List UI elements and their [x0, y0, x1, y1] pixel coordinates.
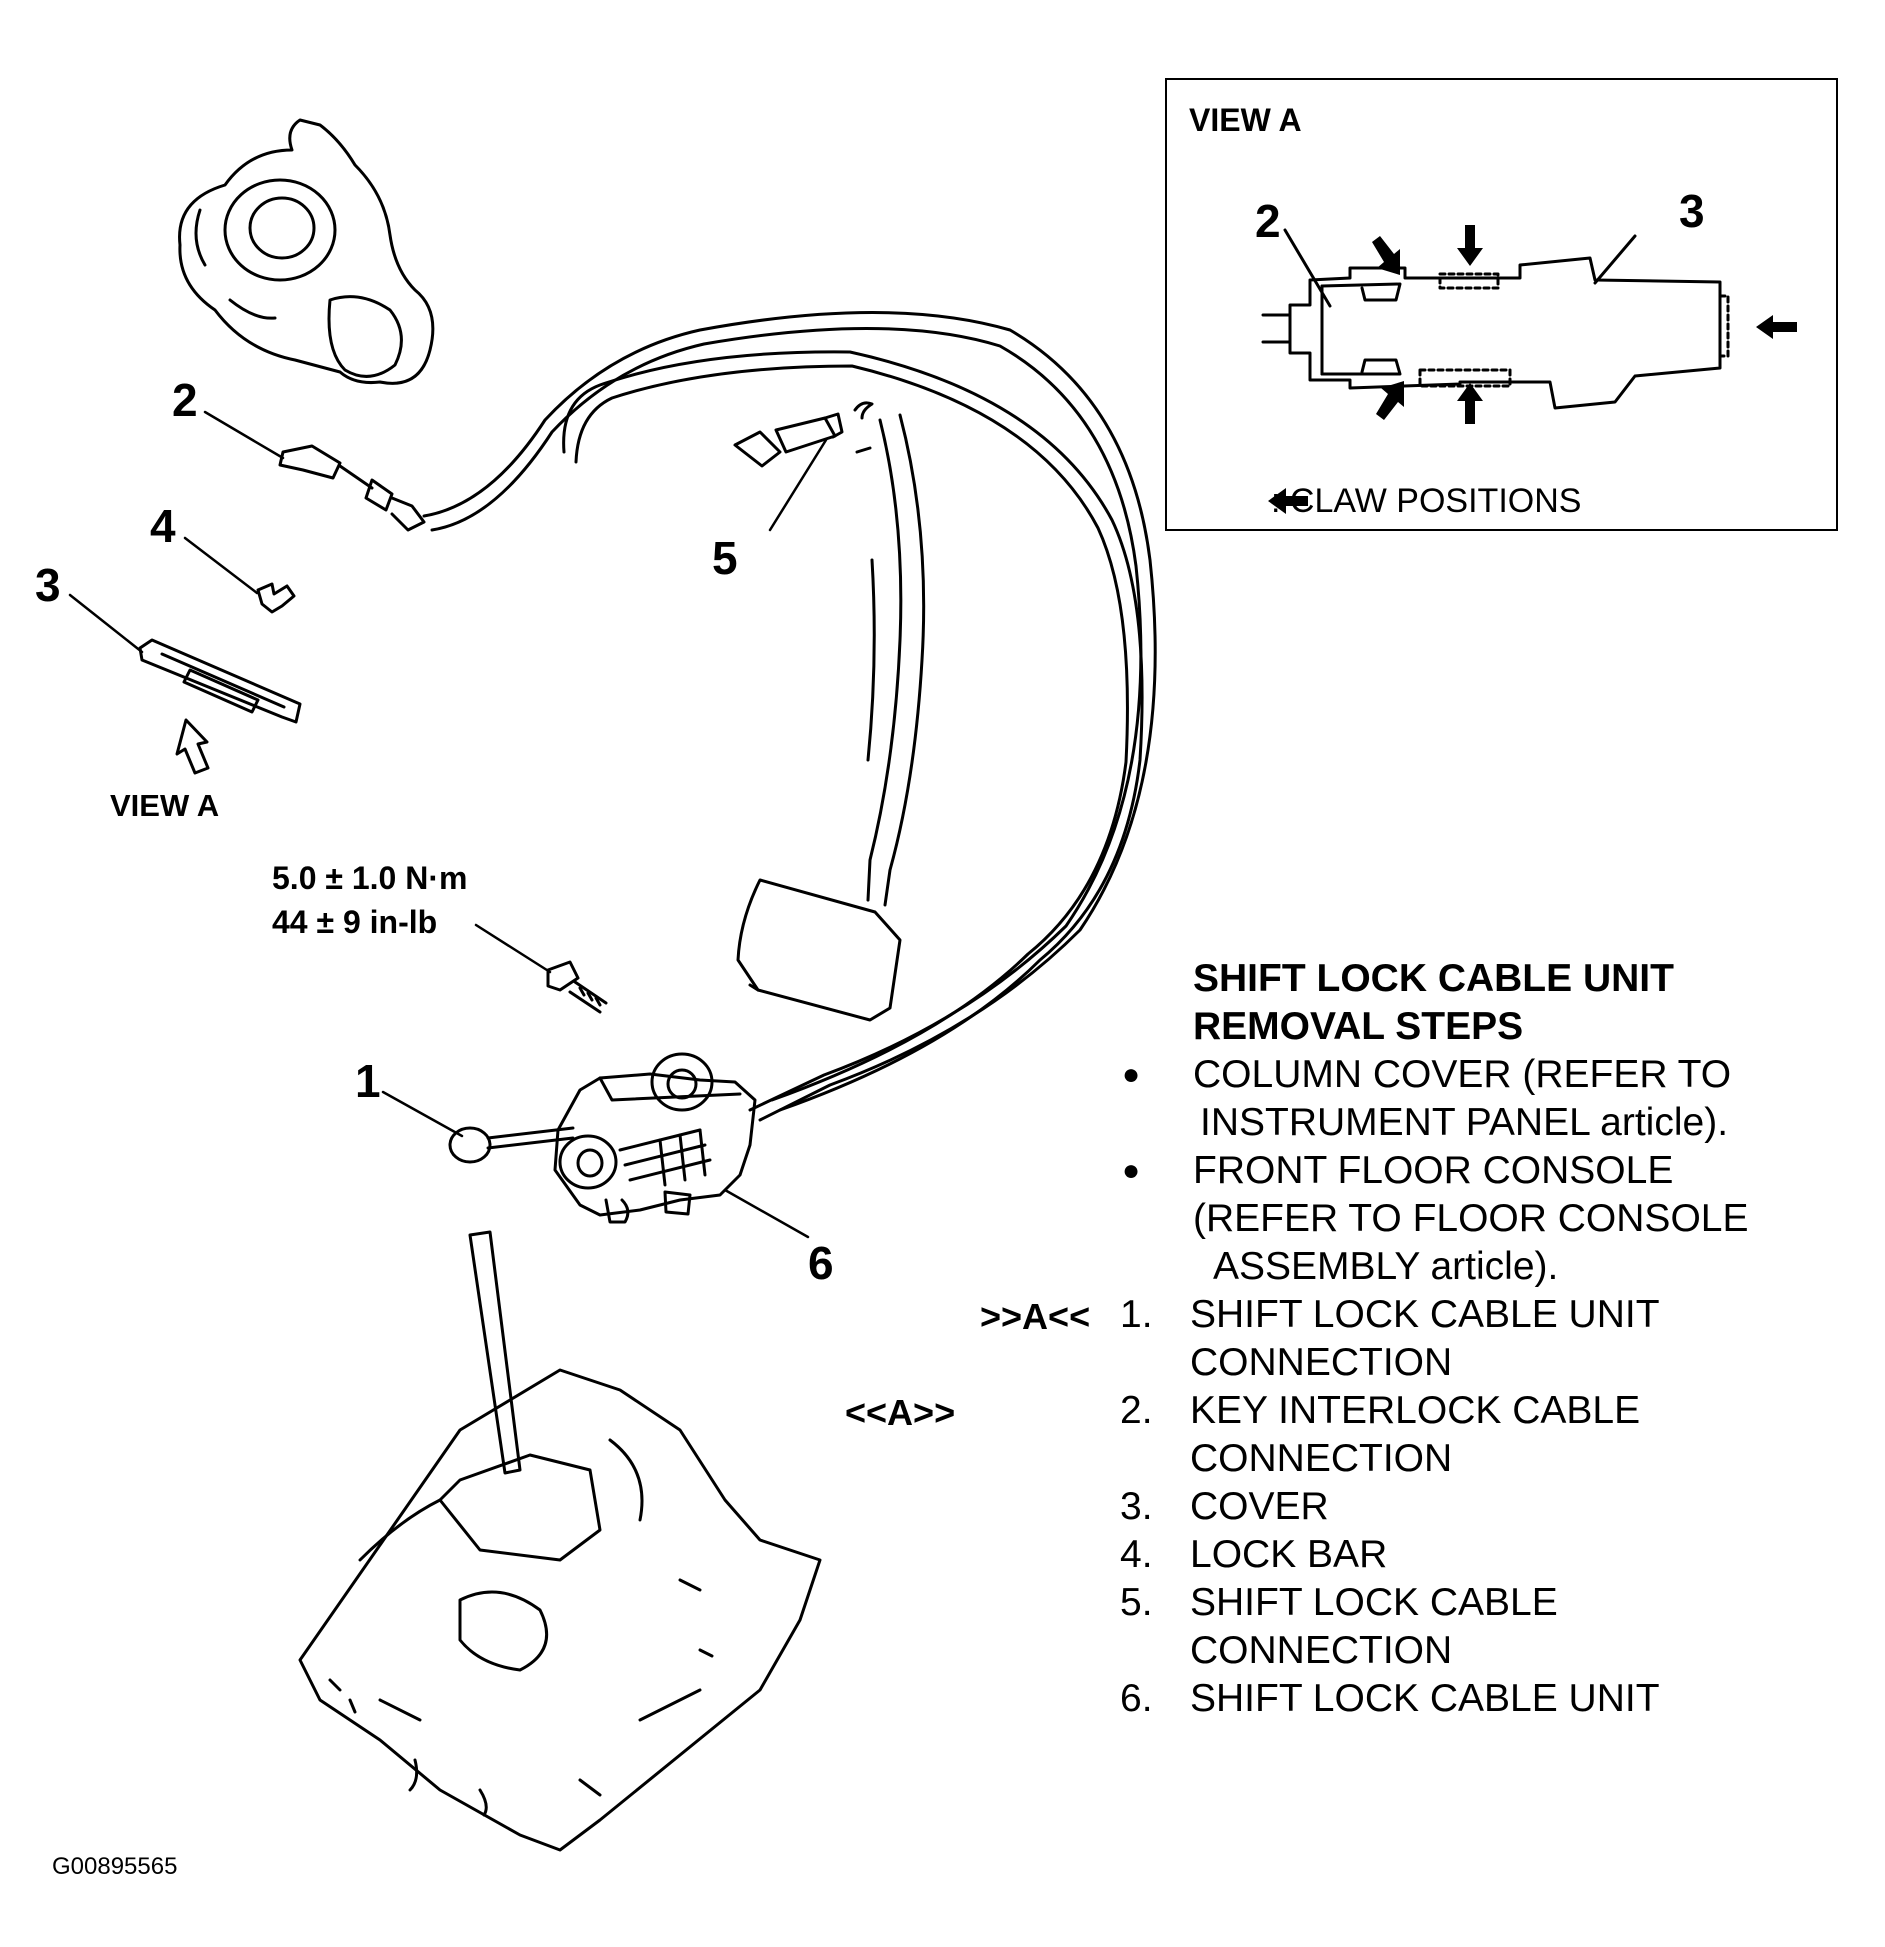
key-interlock-cable-end	[278, 444, 426, 532]
step-1-line1: SHIFT LOCK CABLE UNIT	[1190, 1293, 1660, 1336]
step-1-code: >>A<<	[980, 1296, 1091, 1337]
callout-5: 5	[712, 532, 738, 584]
bullet-icon: ●	[1122, 1058, 1141, 1091]
bullet-1-line2: INSTRUMENT PANEL article).	[1200, 1101, 1729, 1144]
view-a-detail-drawing	[1261, 228, 1730, 410]
step-6-line1: SHIFT LOCK CABLE UNIT	[1190, 1677, 1660, 1720]
view-a-callout-2: 2	[1255, 195, 1281, 247]
step-5-line1: SHIFT LOCK CABLE	[1190, 1581, 1558, 1624]
callout-6: 6	[808, 1237, 834, 1289]
view-a-arrow-icon	[175, 718, 210, 775]
claw-position-arrow-icons	[1268, 225, 1797, 514]
callout-2: 2	[172, 374, 198, 426]
callout-4: 4	[150, 500, 176, 552]
ignition-housing	[178, 118, 435, 385]
shift-lever-assembly	[298, 1230, 822, 1852]
step-6-num: 6.	[1120, 1677, 1153, 1720]
mounting-bolt	[546, 960, 608, 1014]
cover-part	[138, 638, 302, 724]
brake-pedal	[736, 413, 926, 1022]
view-a-callout-3: 3	[1679, 185, 1705, 237]
view-a-label: VIEW A	[110, 788, 220, 823]
step-1-num: 1.	[1120, 1293, 1153, 1336]
step-3-line1: COVER	[1190, 1485, 1329, 1528]
step-1-line2: CONNECTION	[1190, 1341, 1453, 1384]
shift-lock-cable-connection	[733, 401, 874, 468]
leader-lines	[68, 410, 828, 1239]
step-2-code: <<A>>	[845, 1392, 956, 1433]
lock-bar-part	[256, 582, 296, 614]
torque-metric: 5.0 ± 1.0 N·m	[272, 860, 468, 896]
step-2-line2: CONNECTION	[1190, 1437, 1453, 1480]
steps-heading-line1: SHIFT LOCK CABLE UNIT	[1193, 957, 1674, 1000]
shift-lock-cable-bundle	[422, 311, 1157, 1122]
claw-positions-legend: : CLAW POSITIONS	[1271, 482, 1582, 520]
bullet-2-line1: FRONT FLOOR CONSOLE	[1193, 1149, 1674, 1192]
step-5-num: 5.	[1120, 1581, 1153, 1624]
step-3-num: 3.	[1120, 1485, 1153, 1528]
bullet-icon: ●	[1122, 1154, 1141, 1187]
steps-heading-line2: REMOVAL STEPS	[1193, 1005, 1524, 1048]
shift-lock-cable-unit-part	[448, 1052, 757, 1224]
bullet-2-line2: (REFER TO FLOOR CONSOLE	[1193, 1197, 1749, 1240]
step-2-num: 2.	[1120, 1389, 1153, 1432]
callout-1: 1	[355, 1055, 381, 1107]
step-2-line1: KEY INTERLOCK CABLE	[1190, 1389, 1641, 1432]
view-a-inset-title: VIEW A	[1189, 102, 1302, 138]
view-a-inset: VIEW A 2 3 : CLAW POSITIONS	[1165, 78, 1838, 531]
bullet-2-line3: ASSEMBLY article).	[1213, 1245, 1559, 1288]
step-4-num: 4.	[1120, 1533, 1153, 1576]
torque-imperial: 44 ± 9 in-lb	[272, 904, 438, 940]
step-5-line2: CONNECTION	[1190, 1629, 1453, 1672]
step-4-line1: LOCK BAR	[1190, 1533, 1388, 1576]
figure-id: G00895565	[52, 1853, 178, 1880]
bullet-1-line1: COLUMN COVER (REFER TO	[1193, 1053, 1732, 1096]
callout-3: 3	[35, 559, 61, 611]
